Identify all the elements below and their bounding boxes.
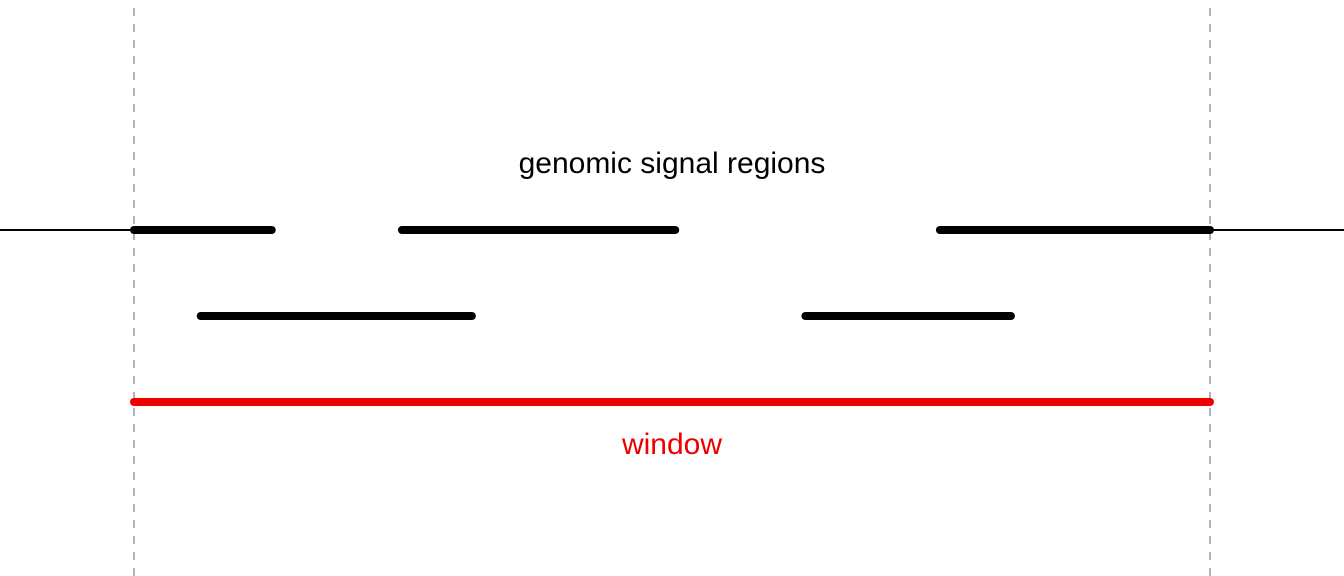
diagram-title: genomic signal regions xyxy=(519,147,826,180)
window-label: window xyxy=(621,428,722,461)
